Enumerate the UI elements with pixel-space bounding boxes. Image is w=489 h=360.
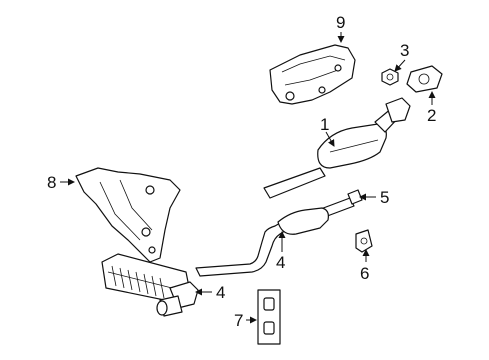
callout-1: 1 — [320, 115, 329, 134]
callout-6: 6 — [360, 264, 369, 283]
manifold-heat-shield — [75, 167, 181, 263]
leader-1 — [325, 131, 335, 147]
callout-3: 3 — [400, 41, 409, 60]
callout-5: 5 — [380, 188, 389, 207]
bushing-kit — [257, 289, 281, 345]
front-pipe-resonator — [263, 97, 411, 199]
leader-3 — [394, 59, 406, 72]
nut-part — [381, 68, 399, 86]
callout-4-lower: 4 — [216, 283, 225, 302]
callout-9: 9 — [336, 13, 345, 32]
callout-8: 8 — [47, 173, 56, 192]
gasket-part — [406, 65, 443, 93]
heat-shield-upper — [269, 44, 356, 105]
intermediate-pipe — [195, 207, 329, 277]
callout-2: 2 — [427, 106, 436, 125]
callout-7: 7 — [234, 311, 243, 330]
hanger-part — [355, 229, 373, 253]
callout-4-upper: 4 — [276, 253, 285, 272]
rear-muffler — [101, 253, 199, 317]
